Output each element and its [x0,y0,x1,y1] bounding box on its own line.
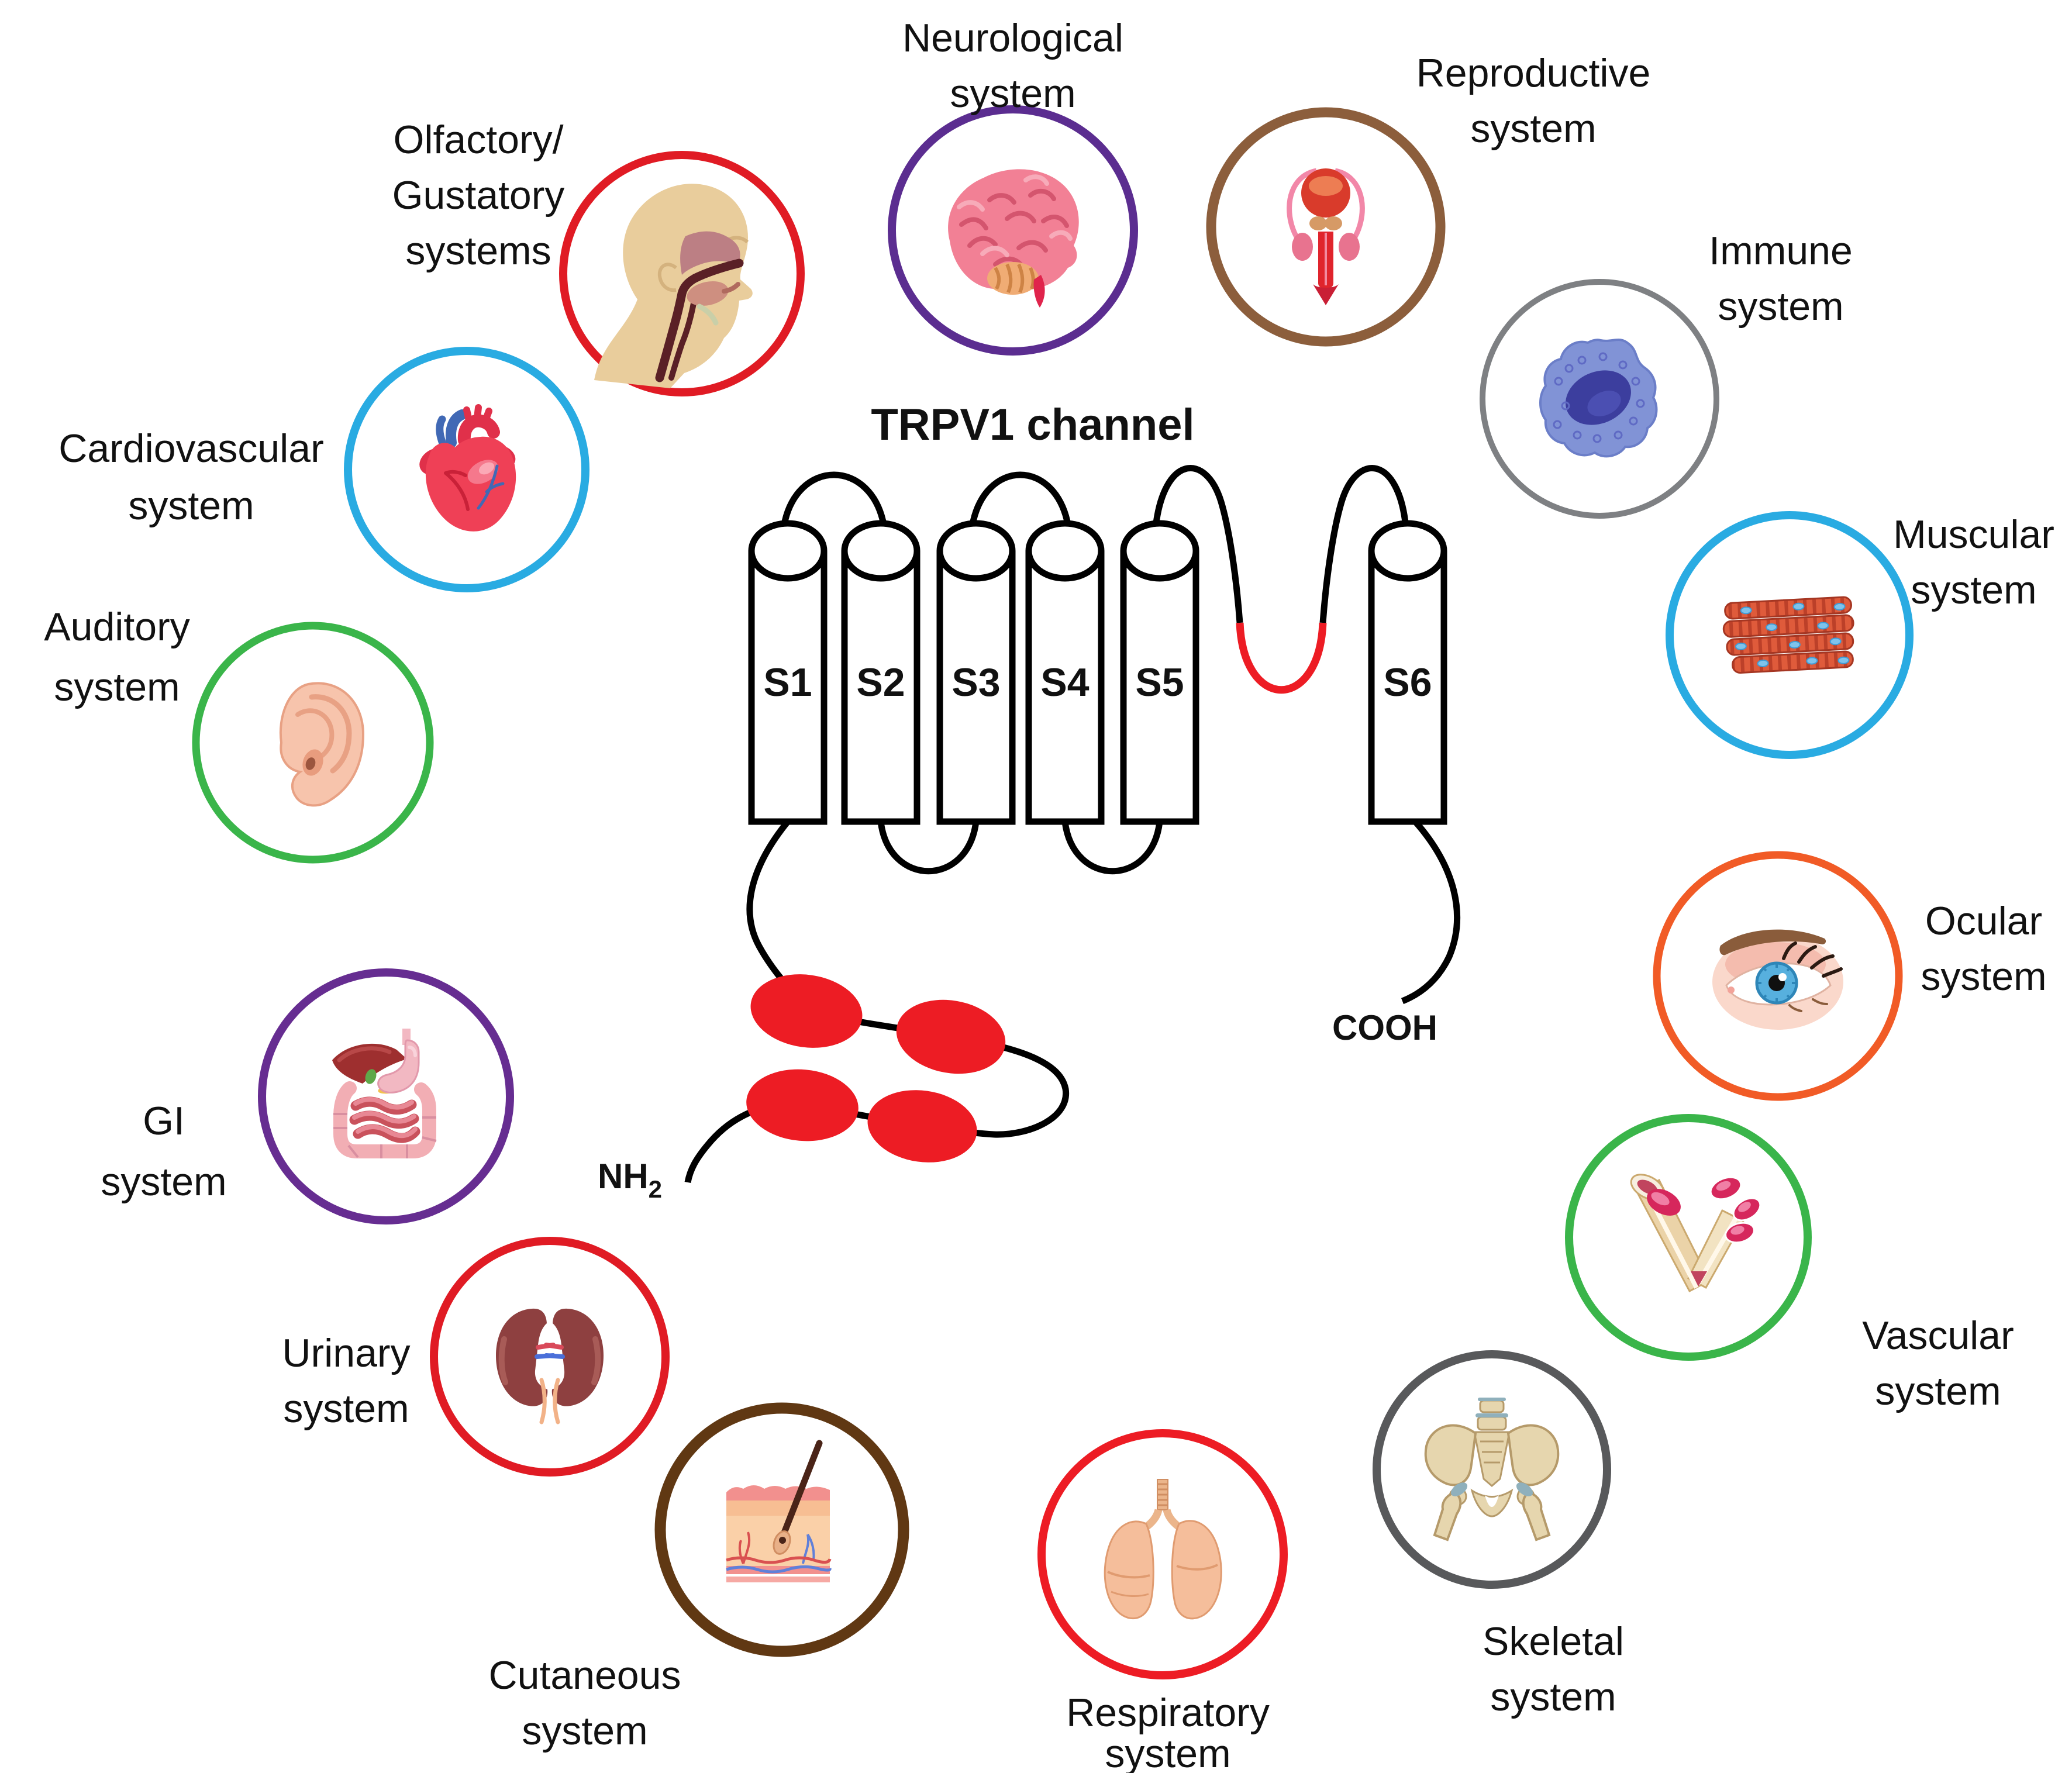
vascular-label-2: system [1875,1369,2001,1413]
immune-label-1: Immune [1709,229,1853,273]
system-cardiovascular: Cardiovascular system [58,347,589,592]
pore-loop [1236,622,1327,694]
loop-pore-s6 [1319,465,1409,623]
segment-label-s4: S4 [1040,660,1089,705]
segment-s2: S2 [841,520,920,825]
segment-label-s6: S6 [1383,660,1432,705]
olfactory-label-2: Gustatory [392,173,565,218]
respiratory-label-2: system [1105,1731,1230,1773]
urinary-label-2: system [283,1386,409,1431]
neurological-label-1: Neurological [902,16,1123,60]
segment-s5: S5 [1120,520,1199,825]
cardiovascular-label-1: Cardiovascular [58,426,324,471]
immune-label-2: system [1718,284,1843,329]
urinary-label-1: Urinary [282,1331,410,1375]
loop-s3-s4 [968,471,1072,528]
male-reproductive-icon [1287,168,1365,305]
brain-icon [948,169,1079,308]
muscular-ring [1666,511,1914,759]
system-neurological: Neurological system [888,16,1138,356]
respiratory-label-1: Respiratory [1066,1691,1270,1735]
system-skeletal: Skeletal system [1373,1350,1624,1719]
skeletal-label-2: system [1490,1675,1616,1719]
ear-icon [279,682,365,807]
trpv1-channel-diagram: TRPV1 channel S1 S2 [598,400,1461,1203]
system-muscular: Muscular system [1666,511,2054,759]
segment-s3: S3 [936,520,1016,825]
segment-label-s5: S5 [1135,660,1184,705]
muscular-label-2: system [1911,568,2036,612]
pelvis-icon [1424,1398,1560,1541]
reproductive-ring [1206,107,1446,347]
immune-cell-icon [1539,339,1658,458]
heart-icon [419,404,516,532]
reproductive-label-2: system [1470,106,1596,151]
segment-s1: S1 [748,520,828,825]
olfactory-label-3: systems [405,229,551,273]
cutaneous-label-2: system [522,1709,647,1753]
reproductive-label-1: Reproductive [1416,51,1651,95]
system-urinary: Urinary system [282,1237,670,1477]
ocular-label-1: Ocular [1925,899,2042,943]
system-ocular: Ocular system [1653,851,2047,1101]
system-olfactory-gustatory: Olfactory/ Gustatory systems [392,118,805,396]
gi-ring [258,968,514,1224]
auditory-label-1: Auditory [44,605,189,649]
system-respiratory: Respiratory system [1037,1429,1288,1773]
c-terminus-tail [1401,819,1461,1005]
kidneys-icon [496,1308,604,1424]
ankyrin-repeat-4 [867,1090,977,1163]
auditory-label-2: system [54,665,180,709]
eye-icon [1712,929,1843,1030]
system-vascular: Vascular system [1565,1114,2014,1413]
blood-vessel-icon [1630,1174,1761,1293]
channel-title: TRPV1 channel [871,400,1194,450]
skin-section-icon [726,1440,832,1582]
ankyrin-repeat-1 [750,974,863,1048]
ankyrin-repeat-2 [896,999,1006,1074]
loop-s5-pore [1152,465,1243,623]
neurological-label-2: system [950,71,1075,116]
respiratory-ring [1037,1429,1288,1679]
ankyrin-repeat-3 [746,1069,859,1141]
system-gi: GI system [101,968,514,1224]
olfactory-label-1: Olfactory/ [394,118,564,162]
system-cutaneous: Cutaneous system [489,1402,909,1753]
muscle-fibers-icon [1722,596,1854,674]
loop-s4-s5 [1061,821,1163,875]
cutaneous-label-1: Cutaneous [489,1653,681,1698]
gi-label-1: GI [143,1099,185,1143]
digestive-icon [332,1029,437,1158]
loop-s2-s3 [877,821,980,875]
segment-label-s1: S1 [763,660,812,705]
lungs-icon [1104,1479,1222,1620]
skeletal-label-1: Skeletal [1483,1619,1624,1664]
gi-label-2: system [101,1160,226,1204]
segment-s4: S4 [1025,520,1105,825]
n-terminus-label: NH2 [598,1157,662,1203]
muscular-label-1: Muscular [1893,512,2054,557]
ocular-label-2: system [1921,954,2046,999]
vascular-label-1: Vascular [1862,1313,2014,1358]
c-terminus-label: COOH [1332,1008,1437,1047]
system-auditory: Auditory system [44,605,434,864]
cardiovascular-label-2: system [128,484,254,528]
system-reproductive: Reproductive system [1206,51,1651,347]
loop-s1-s2 [780,471,888,528]
segment-label-s2: S2 [856,660,905,705]
system-immune: Immune system [1480,229,1853,519]
head-throat-icon [594,184,753,388]
segment-label-s3: S3 [951,660,1000,705]
segment-s6: S6 [1368,520,1447,825]
